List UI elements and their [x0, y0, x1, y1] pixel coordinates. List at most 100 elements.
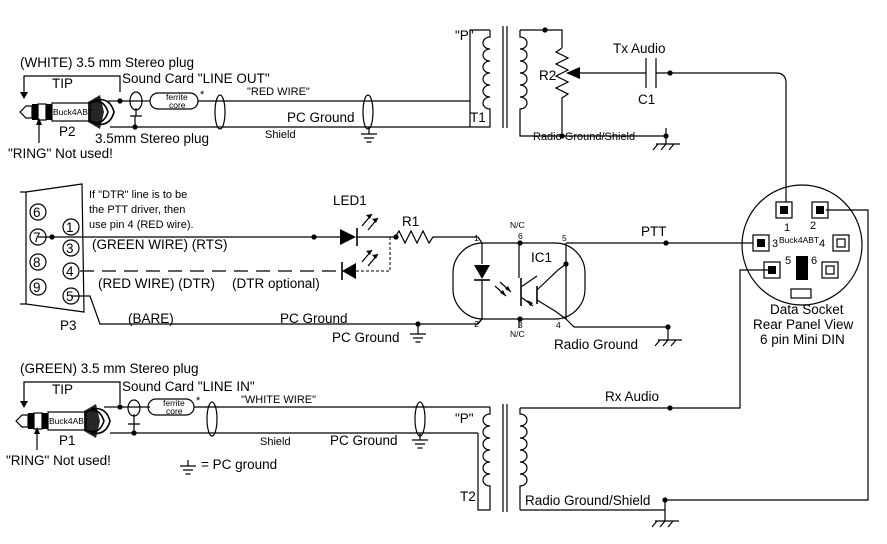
- p2-shield-ellipse-b: [362, 94, 374, 130]
- ic1-pin-3: 3: [518, 320, 523, 330]
- pc-ground-icon-3: [412, 433, 428, 449]
- radio-ground-label: Radio Ground: [554, 337, 638, 352]
- ic1-pin-5: 5: [562, 233, 567, 243]
- p2-35plug-label: 3.5mm Stereo plug: [95, 131, 209, 146]
- pc-ground-icon-2: [410, 324, 426, 343]
- db9-connector: 6 1 7 3 8 4 9 5 P3: [20, 183, 85, 333]
- data-socket-label-2: Rear Panel View: [753, 317, 854, 332]
- ferrite-label: ferrite: [166, 92, 188, 102]
- radio-gnd-shield-label-1: Radio Ground/Shield: [533, 131, 635, 143]
- p1-tip-arrow: [20, 401, 28, 408]
- p1-ring-label: "RING" Not used!: [6, 453, 111, 468]
- chassis-ground-icon-2: [654, 327, 682, 347]
- white-wire-label: "WHITE WIRE": [241, 394, 316, 406]
- resistor-r1: R1: [393, 214, 478, 245]
- t2-secondary-coil: [519, 408, 528, 510]
- p2-tip-label: TIP: [52, 76, 73, 91]
- db9-pin-9: 9: [33, 280, 41, 295]
- p1-plug-label: (GREEN) 3.5 mm Stereo plug: [20, 361, 199, 376]
- p1-soundcard-label: Sound Card "LINE IN": [122, 379, 255, 394]
- red-wire-dtr-label: (RED WIRE) (DTR): [98, 276, 215, 291]
- p2-shield-label: Shield: [265, 129, 296, 141]
- p2-tip-bracket: [23, 75, 121, 92]
- ic1-label: IC1: [531, 250, 552, 265]
- din-pin-6: 6: [811, 255, 817, 267]
- p1-plug-icon: [15, 404, 111, 438]
- chassis-ground-icon-3: [651, 500, 679, 528]
- p2-name-label: P2: [59, 124, 76, 139]
- p1-shield-ellipse-a: [206, 401, 218, 437]
- p2-pc-ground-label: PC Ground: [287, 110, 355, 125]
- p2-plug-label: (WHITE) 3.5 mm Stereo plug: [20, 55, 194, 70]
- led1-label: LED1: [333, 193, 367, 208]
- p2-buck-label: Buck4ABT: [53, 107, 93, 117]
- db9-pin-1: 1: [66, 220, 74, 235]
- data-socket-label-3: 6 pin Mini DIN: [760, 332, 845, 347]
- p2-shield-ellipse-a: [214, 94, 226, 130]
- green-wire-rts-label: (GREEN WIRE) (RTS): [92, 237, 228, 252]
- led1-optional-diode: [341, 237, 391, 280]
- chassis-ground-icon-1: [652, 128, 680, 151]
- ferrite-asterisk: *: [200, 89, 205, 101]
- ptt-label: PTT: [641, 224, 667, 239]
- t1-p-label: "P": [455, 28, 474, 43]
- p1-shield-label: Shield: [260, 436, 291, 448]
- pc-ground-legend-icon: [180, 460, 196, 475]
- c1-label: C1: [638, 92, 655, 107]
- din-pin-1: 1: [784, 222, 790, 234]
- p1-name-label: P1: [59, 433, 76, 448]
- p1-buck-label: Buck4ABT: [49, 416, 89, 426]
- p2-ring-arrow: [36, 118, 42, 125]
- db9-pin-3: 3: [66, 241, 74, 256]
- ic1-pin-1: 1: [474, 233, 479, 243]
- nc-label-top: N/C: [510, 220, 525, 230]
- p1-tip-bracket: [23, 381, 121, 404]
- t1-secondary-coil: [519, 30, 528, 127]
- t2-name-label: T2: [460, 489, 476, 504]
- p1-shield-bead: [127, 399, 141, 417]
- p1-pc-ground-label: PC Ground: [330, 433, 398, 448]
- p2-tip-arrow: [20, 92, 28, 99]
- ferrite-core-p1: ferrite core *: [147, 395, 201, 416]
- transformer-t1: "P" T1: [455, 26, 666, 139]
- led1-diode: LED1: [333, 193, 395, 246]
- mini-din-socket: 1 2 3 4 5 6 Buck4ABT: [665, 184, 869, 501]
- resistor-r2: R2: [539, 47, 646, 136]
- ferrite-core-p2: ferrite core *: [149, 89, 205, 110]
- dtr-note-line-3: use pin 4 (RED wire).: [89, 219, 194, 231]
- din-buck-label: Buck4ABT: [779, 235, 819, 245]
- t1-core: [502, 26, 508, 128]
- pc-ground-mid-label: PC Ground: [280, 311, 348, 326]
- din-ground-wire: [665, 209, 869, 501]
- core-label-p1: core: [166, 406, 183, 416]
- din-pin-5: 5: [785, 255, 791, 267]
- t1-primary-coil: [470, 30, 491, 128]
- rx-audio-din-wire: [670, 269, 772, 409]
- din-pin-3: 3: [772, 238, 778, 250]
- ferrite-asterisk-p1: *: [196, 395, 201, 407]
- ic1-pin-4: 4: [556, 320, 561, 330]
- db9-pin-4: 4: [66, 264, 74, 279]
- core-label: core: [169, 100, 186, 110]
- t1-name-label: T1: [470, 110, 486, 125]
- radio-ground-wire: [565, 318, 668, 328]
- pc-ground-icon-1: [361, 127, 377, 143]
- nc-label-bottom: N/C: [510, 329, 525, 339]
- p2-plug-icon: [19, 95, 115, 129]
- t2-p-label: "P": [455, 411, 474, 426]
- p2-soundcard-label: Sound Card "LINE OUT": [122, 71, 270, 86]
- db9-pin-8: 8: [33, 255, 41, 270]
- dtr-optional-label: (DTR optional): [232, 276, 320, 291]
- db9-pin-5: 5: [66, 289, 74, 304]
- r2-label: R2: [539, 68, 556, 83]
- radio-gnd-shield-label-2: Radio Ground/Shield: [525, 493, 650, 508]
- ic1-pin-6: 6: [518, 231, 523, 241]
- db9-pins: 6 1 7 3 8 4 9 5: [29, 203, 80, 305]
- red-wire-label: "RED WIRE": [247, 86, 310, 98]
- p3-name-label: P3: [60, 318, 77, 333]
- pc-ground-mid2-label: PC Ground: [332, 330, 400, 345]
- tx-audio-label: Tx Audio: [613, 41, 666, 56]
- dtr-note-line-2: the PTT driver, then: [89, 204, 185, 216]
- optocoupler-ic1: IC1 1 6 5 2 3 4 N/C N/C: [452, 220, 586, 339]
- dtr-note-line-1: If "DTR" line is to be: [89, 189, 187, 201]
